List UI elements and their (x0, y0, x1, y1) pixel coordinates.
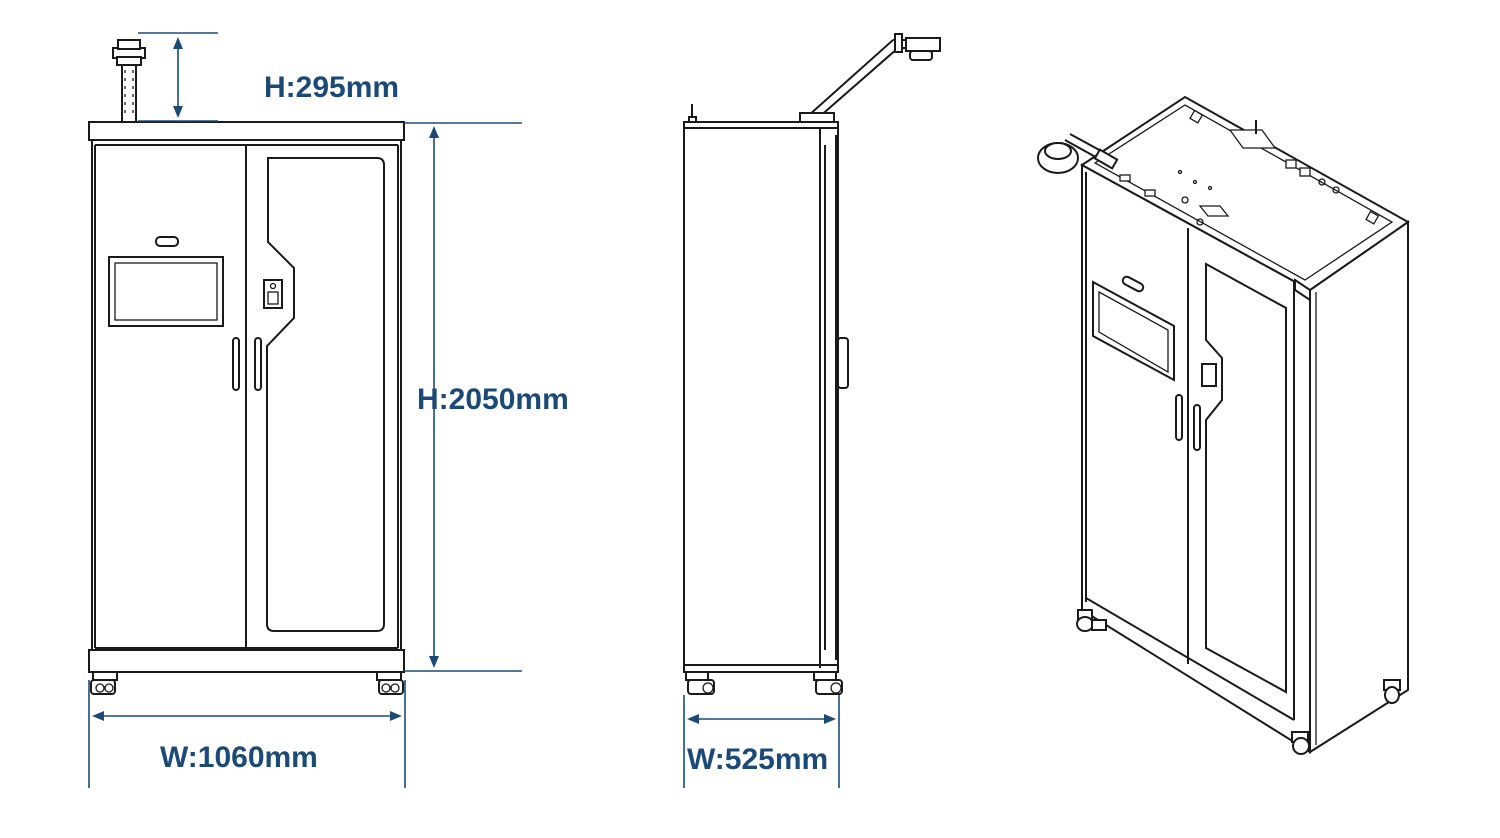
iso-caster-4 (1383, 679, 1401, 704)
isometric-view (1037, 95, 1410, 755)
iso-caster-3 (1291, 731, 1310, 755)
probe-height-dimension (138, 32, 218, 122)
top-vent (1198, 205, 1230, 217)
side-depth-dimension (683, 695, 840, 788)
cabinet-height-label: H:2050mm (417, 383, 569, 416)
sensor-probe-front (112, 39, 146, 123)
side-view (683, 33, 941, 695)
caster-front-left (90, 671, 118, 695)
caster-front-right (376, 671, 404, 695)
indicator-light (155, 236, 179, 247)
iso-touch-screen (1092, 280, 1175, 382)
side-handle (837, 337, 849, 389)
top-connector-panel (1228, 129, 1277, 149)
iso-caster-1 (1076, 609, 1094, 632)
dimension-annotations: H:295mm H:2050mm W:1060mm W:525mm (88, 32, 840, 788)
right-door-handle (254, 337, 262, 391)
left-door-handle (232, 337, 240, 391)
side-depth-label: W:525mm (687, 743, 828, 776)
front-view (88, 39, 405, 695)
cabinet-height-dimension (404, 122, 522, 672)
touch-screen (108, 256, 224, 327)
probe-height-label: H:295mm (264, 71, 399, 104)
base-plinth (88, 649, 405, 673)
sensor-arm-side (807, 33, 941, 119)
caster-side-right (813, 671, 843, 695)
front-width-label: W:1060mm (160, 741, 318, 774)
right-door-window (266, 157, 385, 632)
front-width-dimension (88, 680, 406, 788)
iso-sensor-head (1037, 133, 1119, 174)
iso-top-face (1080, 95, 1410, 292)
iso-side-face (1309, 220, 1409, 754)
caster-side-left (685, 671, 715, 695)
side-panel (683, 121, 839, 673)
iso-door-window (1205, 262, 1287, 694)
iso-caster-2 (1091, 619, 1107, 631)
iso-left-handle (1175, 394, 1183, 441)
iso-right-handle (1193, 404, 1201, 451)
top-cap (88, 121, 405, 141)
iso-indicator-light (1121, 275, 1145, 293)
iso-door-lock (1201, 363, 1217, 387)
